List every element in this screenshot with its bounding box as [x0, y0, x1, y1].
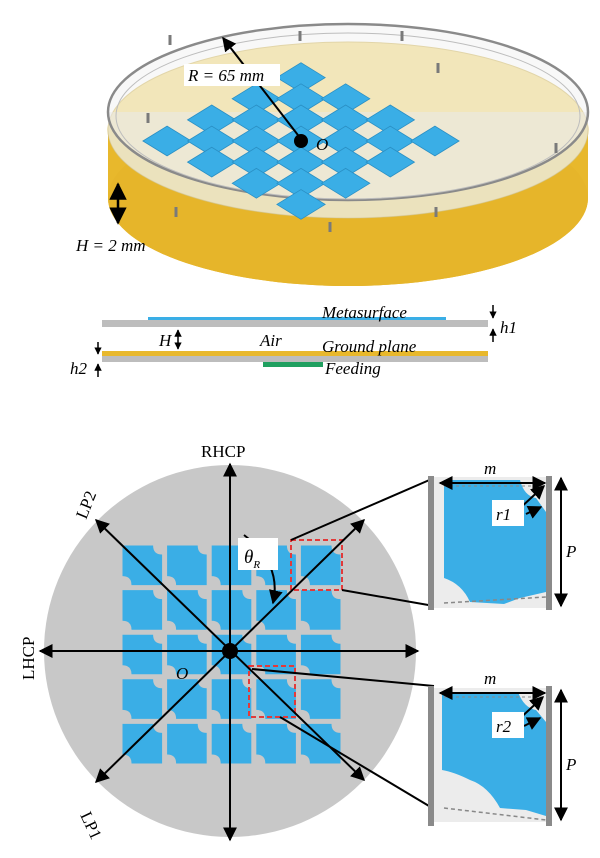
m-label-lower: m	[484, 669, 496, 688]
inset-upper-right-bar	[546, 476, 552, 610]
screw	[146, 113, 150, 123]
screw	[174, 207, 178, 217]
screw	[434, 207, 438, 217]
bottom-dielectric-layer	[102, 356, 488, 362]
screw	[554, 143, 558, 153]
metasurface-patches-3d	[142, 62, 460, 220]
inset-upper-dashed-bottom	[443, 596, 547, 604]
metasurface-patch	[409, 125, 460, 157]
feeding-line	[263, 362, 323, 367]
air-label: Air	[259, 331, 282, 350]
screw	[400, 31, 404, 41]
center-point-3d	[294, 134, 308, 148]
metasurface-patch	[365, 104, 416, 136]
metasurface-layer	[148, 317, 446, 320]
screw	[436, 63, 440, 73]
antenna-3d-view: R = 65 mm O H = 2 mm	[75, 22, 590, 286]
metasurface-patch	[276, 189, 326, 220]
zoom-line-lower-bottom	[279, 716, 435, 810]
zoom-inset-upper: m r1 P	[428, 459, 576, 610]
inset-lower-left-bar	[428, 686, 434, 826]
metasurface-patch	[320, 167, 371, 199]
lhcp-label: LHCP	[19, 637, 38, 680]
radius-label: R = 65 mm	[187, 66, 264, 85]
cross-section: Metasurface Air Ground plane Feeding H h…	[70, 303, 517, 378]
h-label: H	[158, 331, 173, 350]
theta-label: θR	[244, 547, 260, 571]
h2-label: h2	[70, 359, 88, 378]
top-dielectric-layer	[102, 320, 488, 327]
zoom-inset-lower: m r2 P	[428, 669, 576, 826]
metasurface-patch	[276, 62, 326, 93]
zoom-line-lower-top	[251, 668, 435, 687]
p-label-upper: P	[565, 542, 576, 561]
screw	[328, 222, 332, 232]
rhcp-label: RHCP	[201, 442, 245, 461]
metasurface-label: Metasurface	[321, 303, 407, 322]
m-label-upper: m	[484, 459, 496, 478]
zoom-line-upper-top	[290, 477, 435, 541]
inset-upper-left-bar	[428, 476, 434, 610]
r1-label-box	[492, 500, 524, 526]
height-label: H = 2 mm	[75, 236, 146, 255]
theta-label-box	[238, 538, 278, 570]
radius-label-box	[184, 64, 280, 86]
metasurface-patch	[365, 146, 416, 178]
mounting-screws	[146, 31, 558, 232]
screw	[168, 35, 172, 45]
r2-label-box	[492, 712, 524, 738]
ground-plane-layer	[102, 351, 488, 356]
lp2-label: LP2	[72, 488, 100, 521]
cover-inner-edge	[115, 32, 581, 200]
center-label-3d: O	[316, 135, 328, 154]
center-point-plan	[222, 643, 238, 659]
inset-lower-right-bar	[546, 686, 552, 826]
r2-label: r2	[496, 717, 512, 736]
h1-label: h1	[500, 318, 517, 337]
plan-view: O θR RHCP LHCP LP2 LP1	[19, 442, 435, 843]
metasurface-patch	[320, 83, 371, 115]
r2-arrow-b	[523, 717, 542, 730]
zoom-line-upper-bottom	[341, 589, 435, 607]
p-label-lower: P	[565, 755, 576, 774]
ground-plane-label: Ground plane	[322, 337, 417, 356]
screw	[298, 31, 302, 41]
lp1-label: LP1	[76, 809, 105, 843]
center-label-plan: O	[176, 664, 188, 683]
r1-label: r1	[496, 505, 511, 524]
inset-lower-dashed-bottom	[443, 807, 547, 821]
r1-arrow-b	[525, 505, 543, 519]
feeding-label: Feeding	[324, 359, 381, 378]
radius-arrow	[222, 36, 302, 140]
